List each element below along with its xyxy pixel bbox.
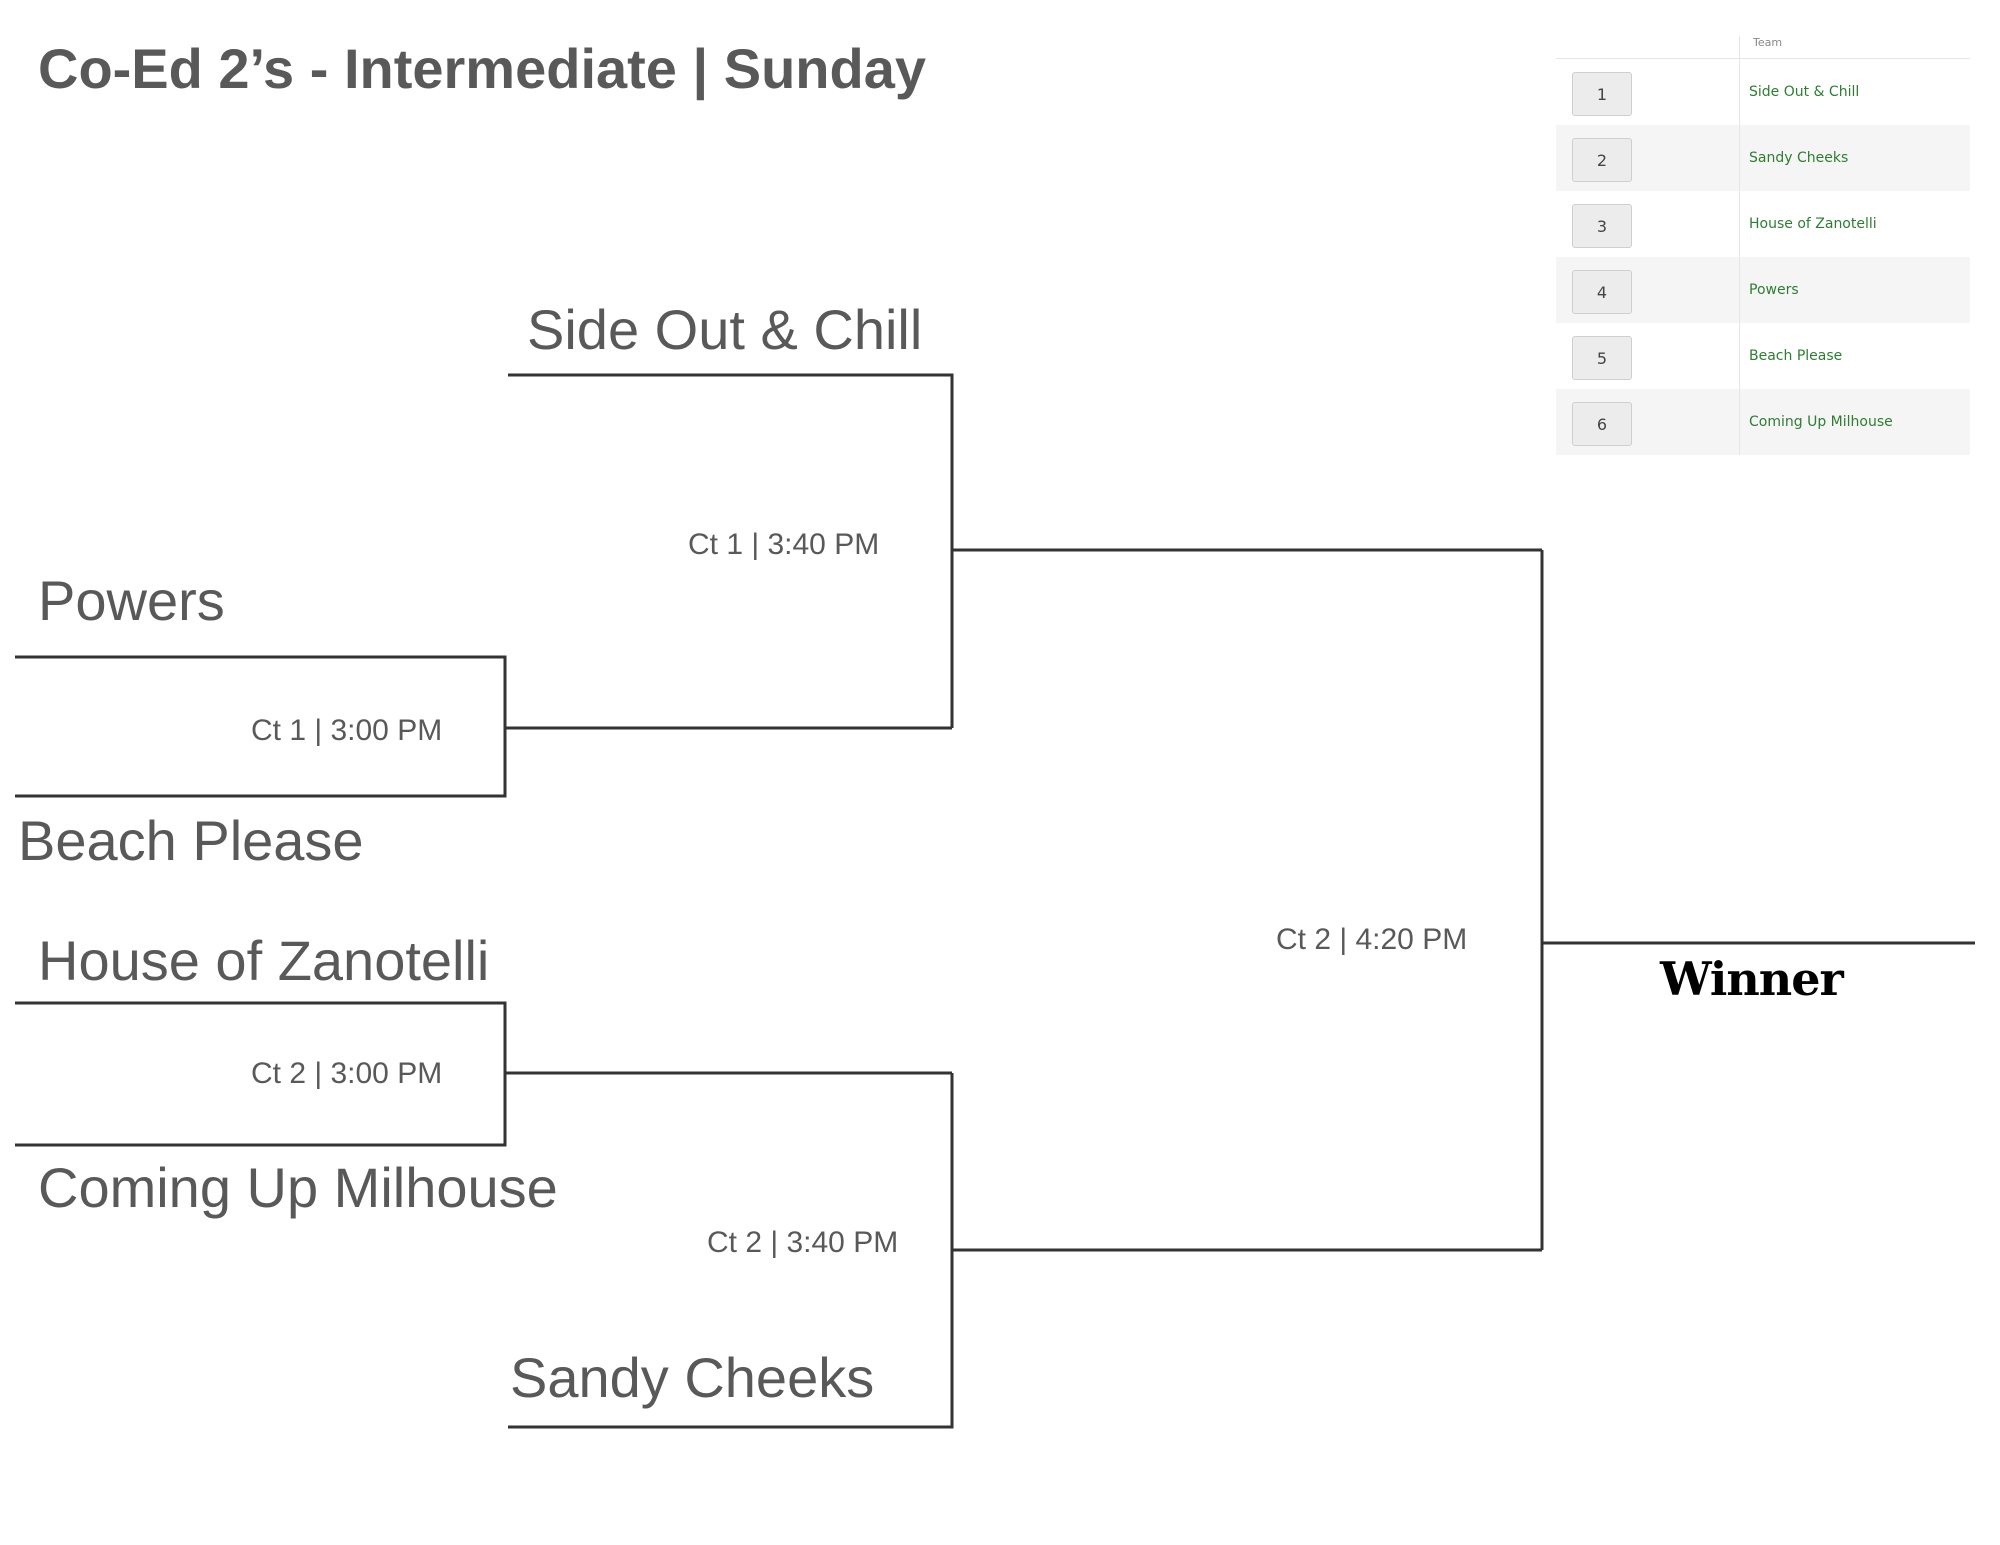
match-sf1-label: Ct 1 | 3:40 PM	[688, 528, 880, 561]
seed-number: 4	[1572, 270, 1632, 314]
team-sandy-cheeks: Sandy Cheeks	[510, 1346, 875, 1409]
seeding-row-3: 3 House of Zanotelli	[1556, 191, 1970, 257]
seeding-row-6: 6 Coming Up Milhouse	[1556, 389, 1970, 455]
column-divider	[1739, 323, 1740, 389]
seeding-row-4: 4 Powers	[1556, 257, 1970, 323]
seed-team-name: House of Zanotelli	[1749, 216, 1877, 232]
match-sf2-label: Ct 2 | 3:40 PM	[707, 1226, 899, 1259]
sf2-connector	[508, 1073, 954, 1429]
team-coming-up-milhouse: Coming Up Milhouse	[38, 1156, 558, 1219]
team-side-out-and-chill: Side Out & Chill	[527, 298, 923, 361]
match-qf2-label: Ct 2 | 3:00 PM	[251, 1057, 443, 1090]
column-divider	[1739, 59, 1740, 125]
column-divider	[1739, 389, 1740, 455]
seeding-row-1: 1 Side Out & Chill	[1556, 59, 1970, 125]
seed-number: 6	[1572, 402, 1632, 446]
seeding-table: Team 1 Side Out & Chill 2 Sandy Cheeks 3…	[1556, 36, 1970, 455]
match-qf1-label: Ct 1 | 3:00 PM	[251, 714, 443, 747]
column-divider	[1739, 36, 1740, 58]
seeding-row-5: 5 Beach Please	[1556, 323, 1970, 389]
seed-team-name: Sandy Cheeks	[1749, 150, 1849, 166]
seed-number: 1	[1572, 72, 1632, 116]
winner-label: Winner	[1660, 952, 1844, 1006]
team-beach-please: Beach Please	[18, 809, 364, 872]
seeding-header-team: Team	[1753, 36, 1783, 49]
seed-number: 2	[1572, 138, 1632, 182]
seed-number: 5	[1572, 336, 1632, 380]
match-final-label: Ct 2 | 4:20 PM	[1276, 923, 1468, 956]
seed-number: 3	[1572, 204, 1632, 248]
seed-team-name: Coming Up Milhouse	[1749, 414, 1893, 430]
column-divider	[1739, 191, 1740, 257]
seeding-table-header: Team	[1556, 36, 1970, 59]
sf1-connector	[508, 373, 954, 728]
bracket-title: Co-Ed 2’s - Intermediate | Sunday	[38, 37, 926, 100]
column-divider	[1739, 257, 1740, 323]
seed-team-name: Beach Please	[1749, 348, 1843, 364]
seeding-row-2: 2 Sandy Cheeks	[1556, 125, 1970, 191]
column-divider	[1739, 125, 1740, 191]
team-house-of-zanotelli: House of Zanotelli	[38, 929, 490, 992]
seed-team-name: Side Out & Chill	[1749, 84, 1860, 100]
team-powers: Powers	[38, 569, 225, 632]
seed-team-name: Powers	[1749, 282, 1799, 298]
